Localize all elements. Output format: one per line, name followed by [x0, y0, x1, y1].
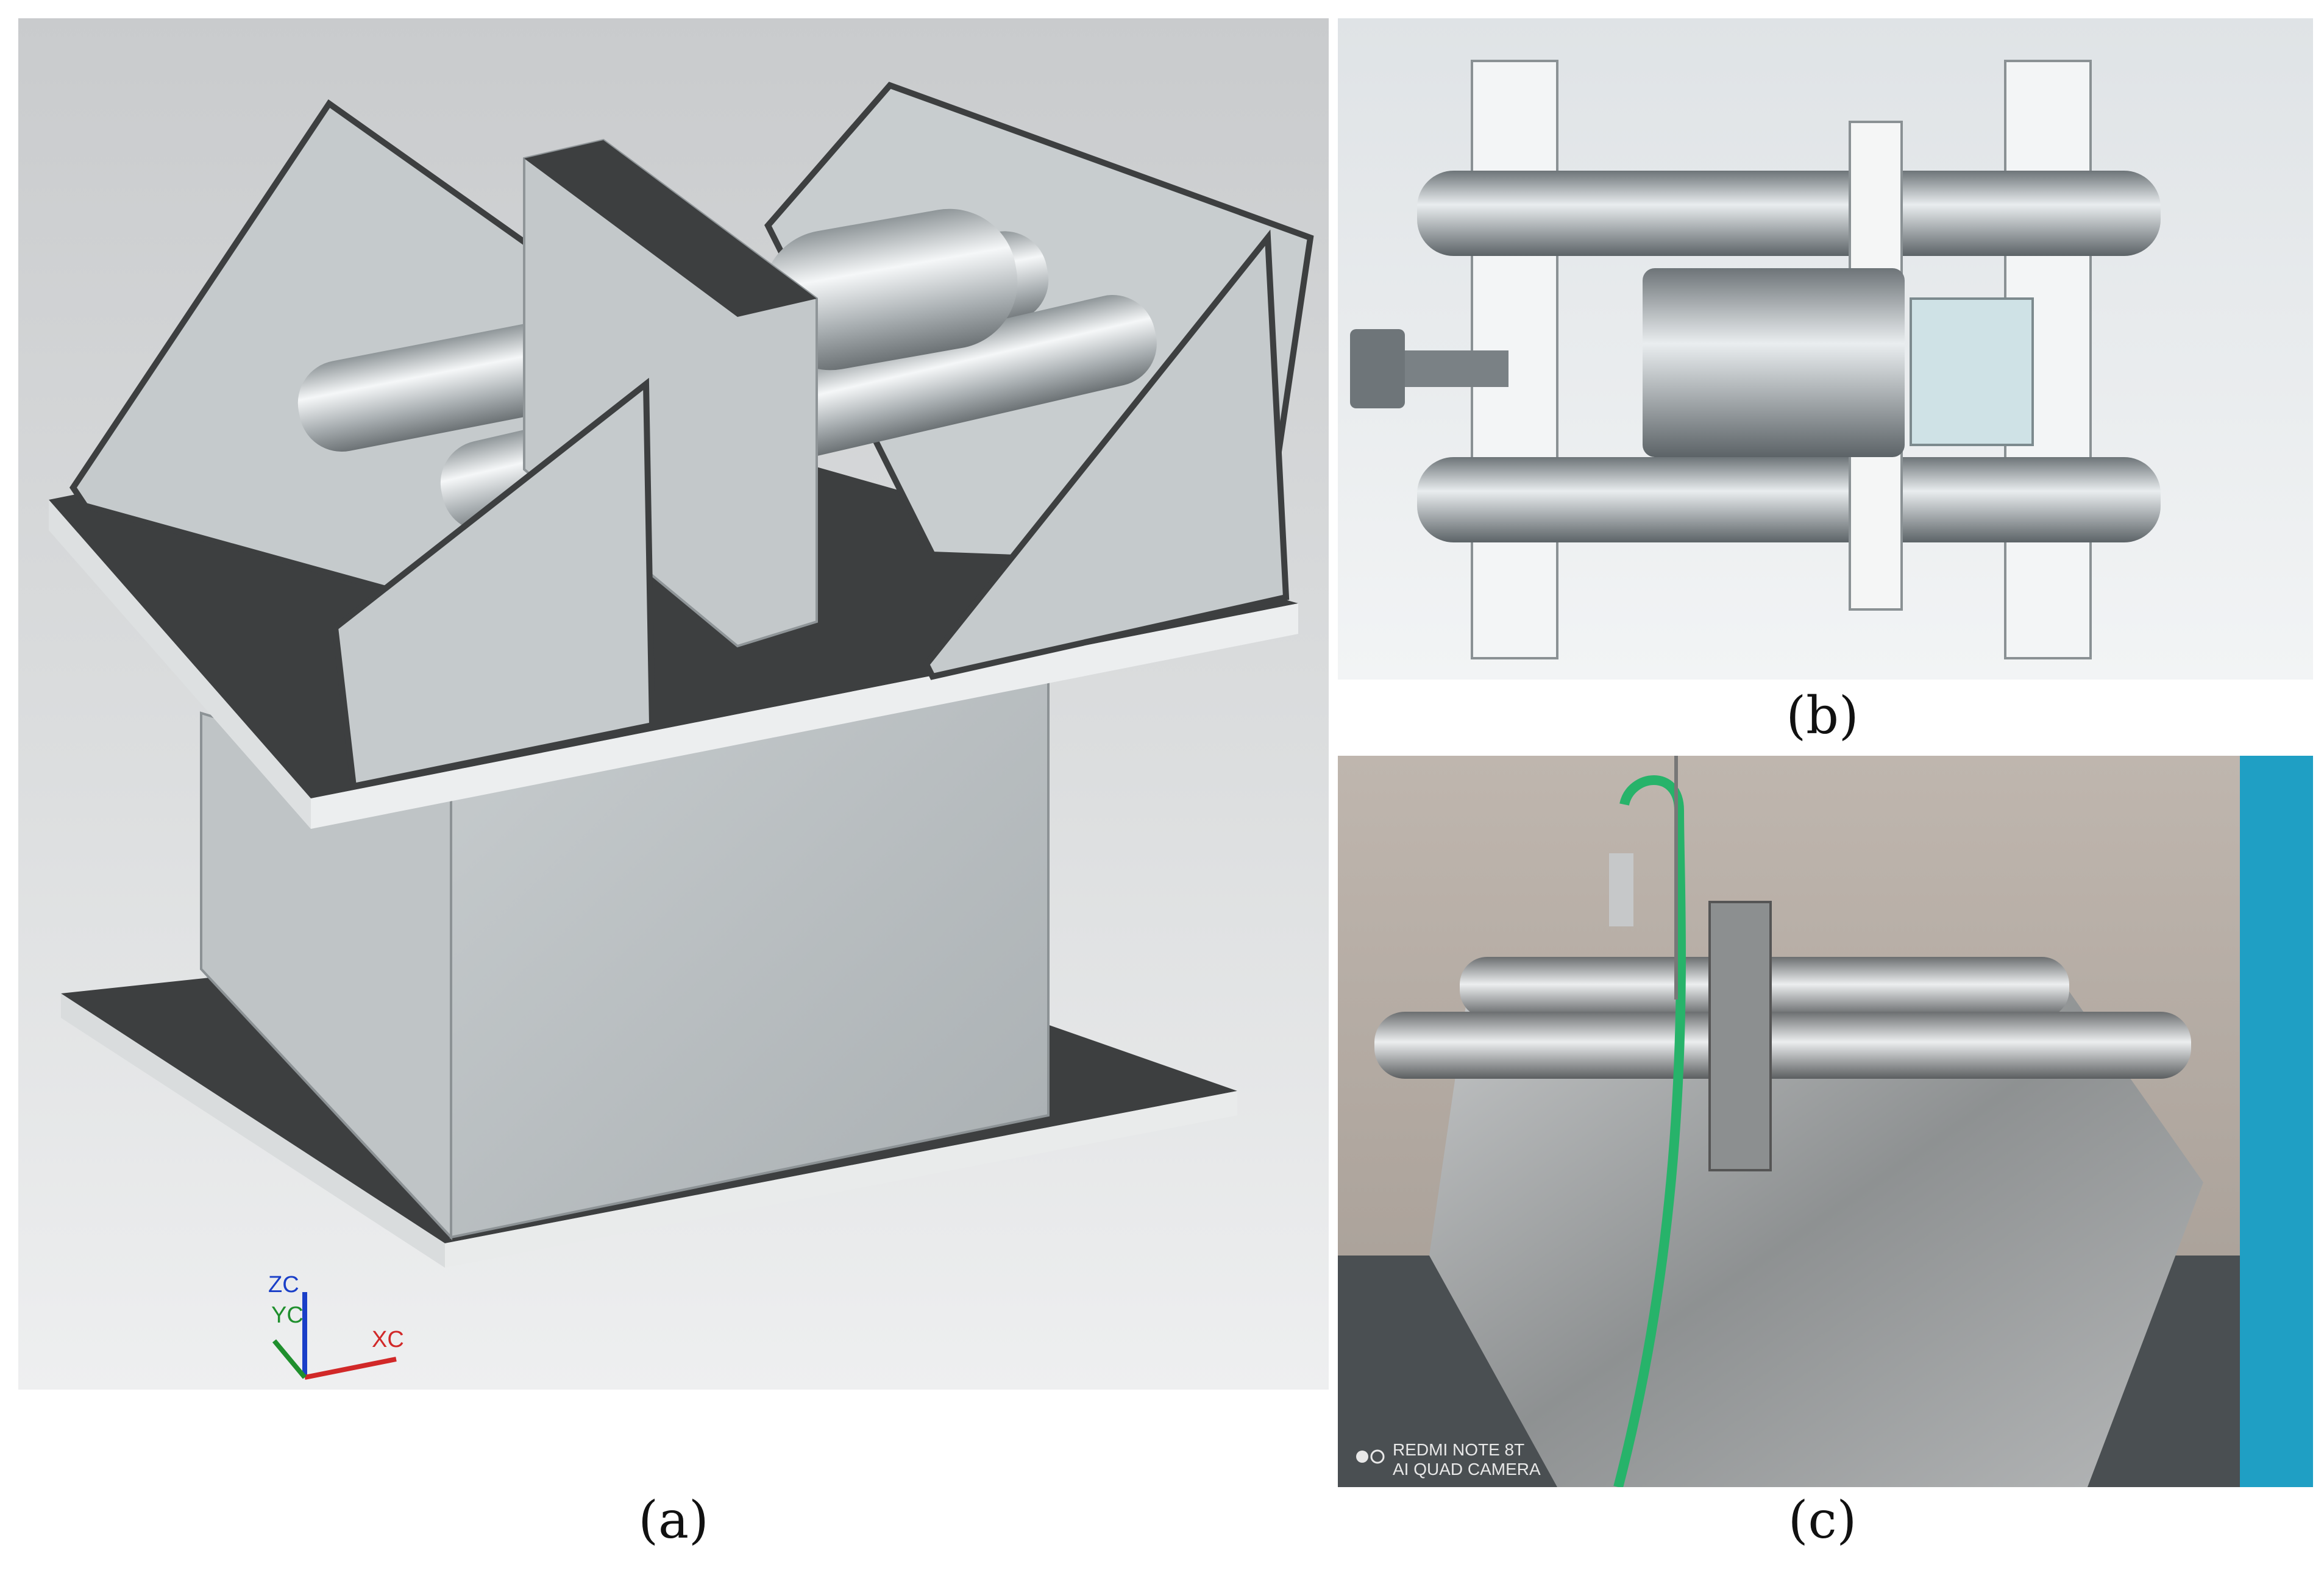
base-plate-front — [61, 993, 445, 1268]
lower-rod — [1417, 457, 2161, 542]
front-right-bracket-2 — [923, 229, 1290, 680]
specimen-block — [1910, 297, 2034, 446]
axis-label-z: ZC — [268, 1272, 299, 1298]
caption-b: (b) — [1786, 686, 1859, 745]
cad-render-isometric: ZC YC XC — [18, 18, 1329, 1390]
fixture-photo: REDMI NOTE 8T AI QUAD CAMERA — [1338, 756, 2313, 1487]
axis-label-x: XC — [372, 1327, 404, 1352]
center-plate-top — [524, 140, 817, 317]
load-cell-body — [1643, 268, 1905, 457]
fixture-photo-drawing: REDMI NOTE 8T AI QUAD CAMERA — [1338, 756, 2313, 1487]
watermark-model: REDMI NOTE 8T — [1393, 1440, 1524, 1459]
load-cell — [762, 208, 1018, 371]
upper-rod — [1417, 171, 2161, 256]
top-plate-front — [49, 500, 311, 829]
base-plate-side — [445, 1091, 1237, 1268]
fixture-body — [1429, 957, 2203, 1487]
center-block-photo — [1708, 901, 1772, 1171]
cad-top-view-drawing — [1350, 60, 2161, 659]
front-right-bracket — [332, 377, 656, 790]
right-end-plate — [2004, 60, 2092, 659]
cad-render-drawing: ZC YC XC — [49, 82, 1314, 1380]
y-axis-line — [272, 1339, 307, 1379]
bolt-shank — [1405, 350, 1508, 387]
x-axis-line — [304, 1357, 397, 1380]
rod-lower-photo — [1374, 1012, 2191, 1079]
caption-a: (a) — [638, 1490, 709, 1550]
cad-top-view — [1338, 18, 2313, 680]
axis-label-y: YC — [271, 1302, 304, 1328]
sensor — [1609, 853, 1633, 926]
machine-right — [2240, 756, 2313, 1487]
camera-logo-ring — [1370, 1449, 1385, 1464]
bolt-head — [1350, 329, 1405, 408]
sensor-cable — [1613, 775, 1686, 1487]
watermark-camera: AI QUAD CAMERA — [1393, 1460, 1541, 1479]
caption-c: (c) — [1788, 1490, 1857, 1550]
camera-logo-dot — [1356, 1451, 1368, 1463]
top-plate-side — [311, 603, 1298, 829]
